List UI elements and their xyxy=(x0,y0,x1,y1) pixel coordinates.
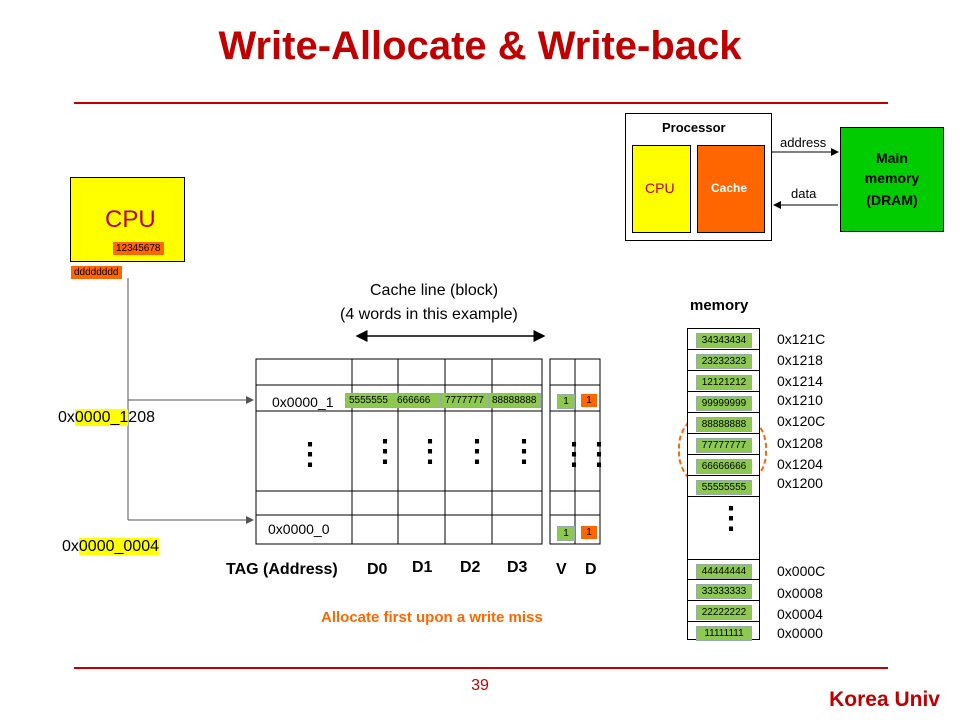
cache-row1-d0: 5555555 xyxy=(345,393,397,408)
column-label-d1: D1 xyxy=(412,559,433,576)
column-label-d0: D0 xyxy=(367,561,388,578)
address-bus-label: address xyxy=(780,135,827,150)
memory-address: 0x1200 xyxy=(777,475,823,491)
memory-address: 0x121C xyxy=(777,331,826,347)
cache-tag-row2: 0x0000_0 xyxy=(268,521,330,537)
column-label-v: V xyxy=(556,561,567,578)
cache-row2-valid: 1 xyxy=(557,526,575,541)
cpu-write-value: dddddddd xyxy=(71,266,122,279)
memory-row: 99999999 xyxy=(688,392,759,413)
memory-address: 0x000C xyxy=(777,563,826,579)
cache-row1-d3: 88888888 xyxy=(488,393,541,408)
cpu-block: CPU 12345678 xyxy=(70,177,185,262)
page-title: Write-Allocate & Write-back xyxy=(218,24,742,68)
memory-row: 44444444 xyxy=(688,559,759,580)
memory-address: 0x1208 xyxy=(777,435,823,451)
address-0x0000-0004: 0x0000_0004 xyxy=(62,538,159,555)
memory-ellipsis: ⋮ xyxy=(716,502,746,535)
top-divider xyxy=(74,102,888,104)
write-miss-note: Allocate first upon a write miss xyxy=(321,609,543,626)
cache-row1-valid: 1 xyxy=(557,394,575,409)
cache-line-label: Cache line (block) xyxy=(370,282,499,299)
ellipsis-dirty: ⋮ xyxy=(584,438,614,471)
memory-address: 0x120C xyxy=(777,413,826,429)
memory-address: 0x1210 xyxy=(777,392,823,408)
memory-row: 12121212 xyxy=(688,371,759,392)
memory-block: 34343434 23232323 12121212 99999999 8888… xyxy=(687,328,760,643)
ellipsis-d1: ⋮ xyxy=(415,435,445,468)
processor-cache-label: Cache xyxy=(711,181,748,195)
memory-row: 34343434 xyxy=(688,329,759,350)
data-bus-label: data xyxy=(791,186,817,201)
memory-address: 0x1214 xyxy=(777,373,823,389)
cache-tag-row1: 0x0000_1 xyxy=(272,394,334,410)
page-number: 39 xyxy=(471,677,489,694)
memory-row: 33333333 xyxy=(688,580,759,601)
cpu-register-value: 12345678 xyxy=(113,242,164,255)
cache-row2-dirty: 1 xyxy=(581,526,597,539)
memory-row: 66666666 xyxy=(688,455,759,476)
processor-label: Processor xyxy=(662,120,726,135)
memory-row: 88888888 xyxy=(688,413,759,434)
memory-address: 0x0004 xyxy=(777,606,823,622)
ellipsis-d0: ⋮ xyxy=(370,435,400,468)
column-label-d3: D3 xyxy=(507,559,528,576)
memory-address: 0x1204 xyxy=(777,456,823,472)
memory-address: 0x0008 xyxy=(777,585,823,601)
memory-label: memory xyxy=(690,297,749,314)
main-memory-dram: Main memory (DRAM) xyxy=(840,127,944,232)
ellipsis-d2: ⋮ xyxy=(462,435,492,468)
column-label-d2: D2 xyxy=(460,559,481,576)
processor-cache: Cache xyxy=(697,145,765,233)
memory-row: 23232323 xyxy=(688,350,759,371)
column-label-tag: TAG (Address) xyxy=(226,561,338,578)
bottom-divider xyxy=(74,667,888,669)
cache-row1-d1: 666666 xyxy=(393,393,441,408)
cpu-label: CPU xyxy=(105,206,156,233)
address-highlight: 0000_1 xyxy=(74,409,129,426)
cache-line-sublabel: (4 words in this example) xyxy=(340,306,518,323)
memory-row: 55555555 xyxy=(688,476,759,497)
memory-row: 11111111 xyxy=(688,622,759,643)
address-0x0000-1208: 0x0000_1208 xyxy=(58,409,155,426)
column-label-d: D xyxy=(585,561,597,578)
memory-address: 0x1218 xyxy=(777,352,823,368)
address-highlight: 0000_0004 xyxy=(78,538,159,555)
processor-box: Processor CPU Cache xyxy=(625,113,772,241)
processor-cpu: CPU xyxy=(632,145,691,233)
ellipsis-d3: ⋮ xyxy=(509,435,539,468)
ellipsis-tag: ⋮ xyxy=(295,438,325,471)
cache-row1-dirty: 1 xyxy=(581,394,597,407)
cache-row1-d2: 7777777 xyxy=(441,393,493,408)
footer-brand: Korea Univ xyxy=(829,688,940,711)
memory-row: 77777777 xyxy=(688,434,759,455)
memory-address: 0x0000 xyxy=(777,625,823,641)
memory-row: 22222222 xyxy=(688,601,759,622)
processor-cpu-label: CPU xyxy=(645,180,675,196)
